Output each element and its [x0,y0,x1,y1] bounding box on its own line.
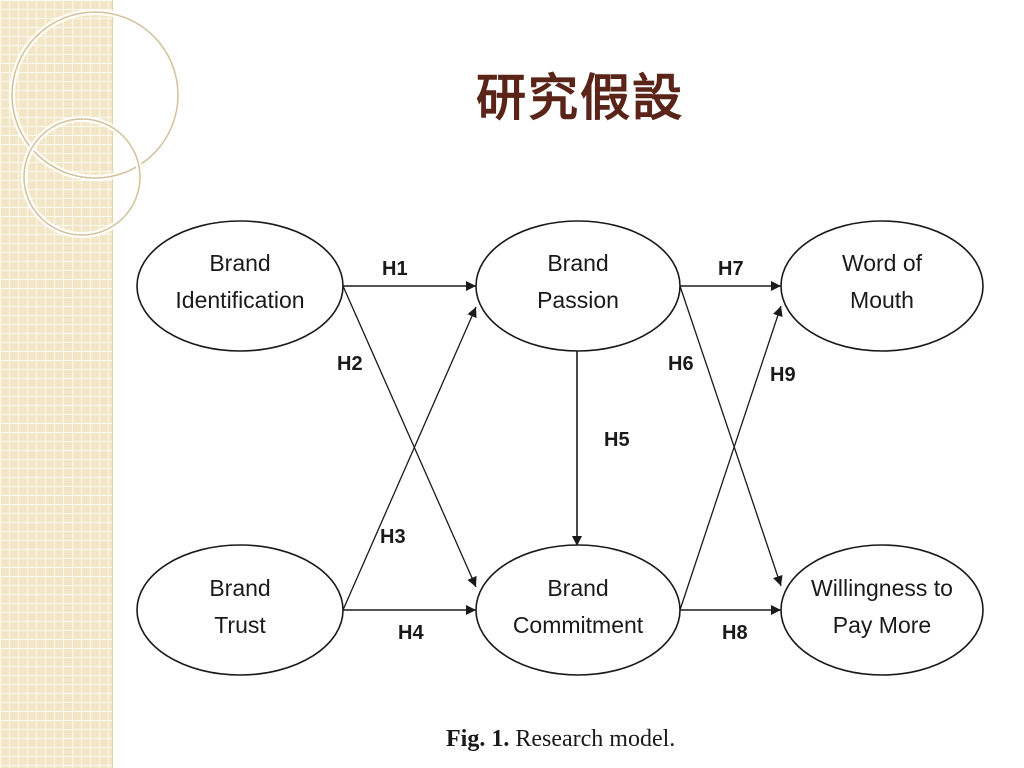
node-label-line: Brand [547,250,608,276]
edge-label-h3: H3 [380,526,406,548]
decorative-circles [9,9,181,238]
edge-h2 [342,285,477,588]
figure-caption-number: Fig. 1. [446,726,510,752]
edge-label-h8: H8 [722,622,748,644]
node-label-line: Mouth [850,287,914,313]
edge-label-h5: H5 [604,429,630,451]
node-label-line: Brand [547,575,608,601]
edge-label-h7: H7 [718,258,744,280]
node-brand-trust: Brand Trust [136,544,344,676]
edges [342,281,783,615]
edge-label-h4: H4 [398,622,424,644]
node-label-line: Identification [175,287,304,313]
edge-h9 [679,305,783,611]
node-brand-identification: Brand Identification [136,220,344,352]
node-willingness-to-pay-more: Willingness to Pay More [780,544,984,676]
node-label-line: Trust [214,612,266,638]
edge-h3 [342,306,477,611]
node-brand-commitment: Brand Commitment [475,544,681,676]
edge-labels: H1 H2 H3 H4 H5 H6 H7 H8 H9 [337,258,796,644]
node-label-line: Word of [842,250,923,276]
figure-caption: Fig. 1. Research model. [446,726,675,753]
figure-caption-text: Research model. [509,726,676,752]
node-label-line: Willingness to [811,575,953,601]
node-label-line: Brand [209,250,270,276]
edge-label-h9: H9 [770,364,796,386]
edge-label-h6: H6 [668,353,694,375]
node-word-of-mouth: Word of Mouth [780,220,984,352]
node-label-line: Pay More [833,612,931,638]
slide-title: 研究假設 [476,68,684,127]
node-label-line: Passion [537,287,619,313]
node-brand-passion: Brand Passion [475,220,681,352]
edge-h6 [679,285,783,587]
edge-label-h2: H2 [337,353,363,375]
node-label-line: Commitment [513,612,644,638]
node-label-line: Brand [209,575,270,601]
edge-label-h1: H1 [382,258,408,280]
